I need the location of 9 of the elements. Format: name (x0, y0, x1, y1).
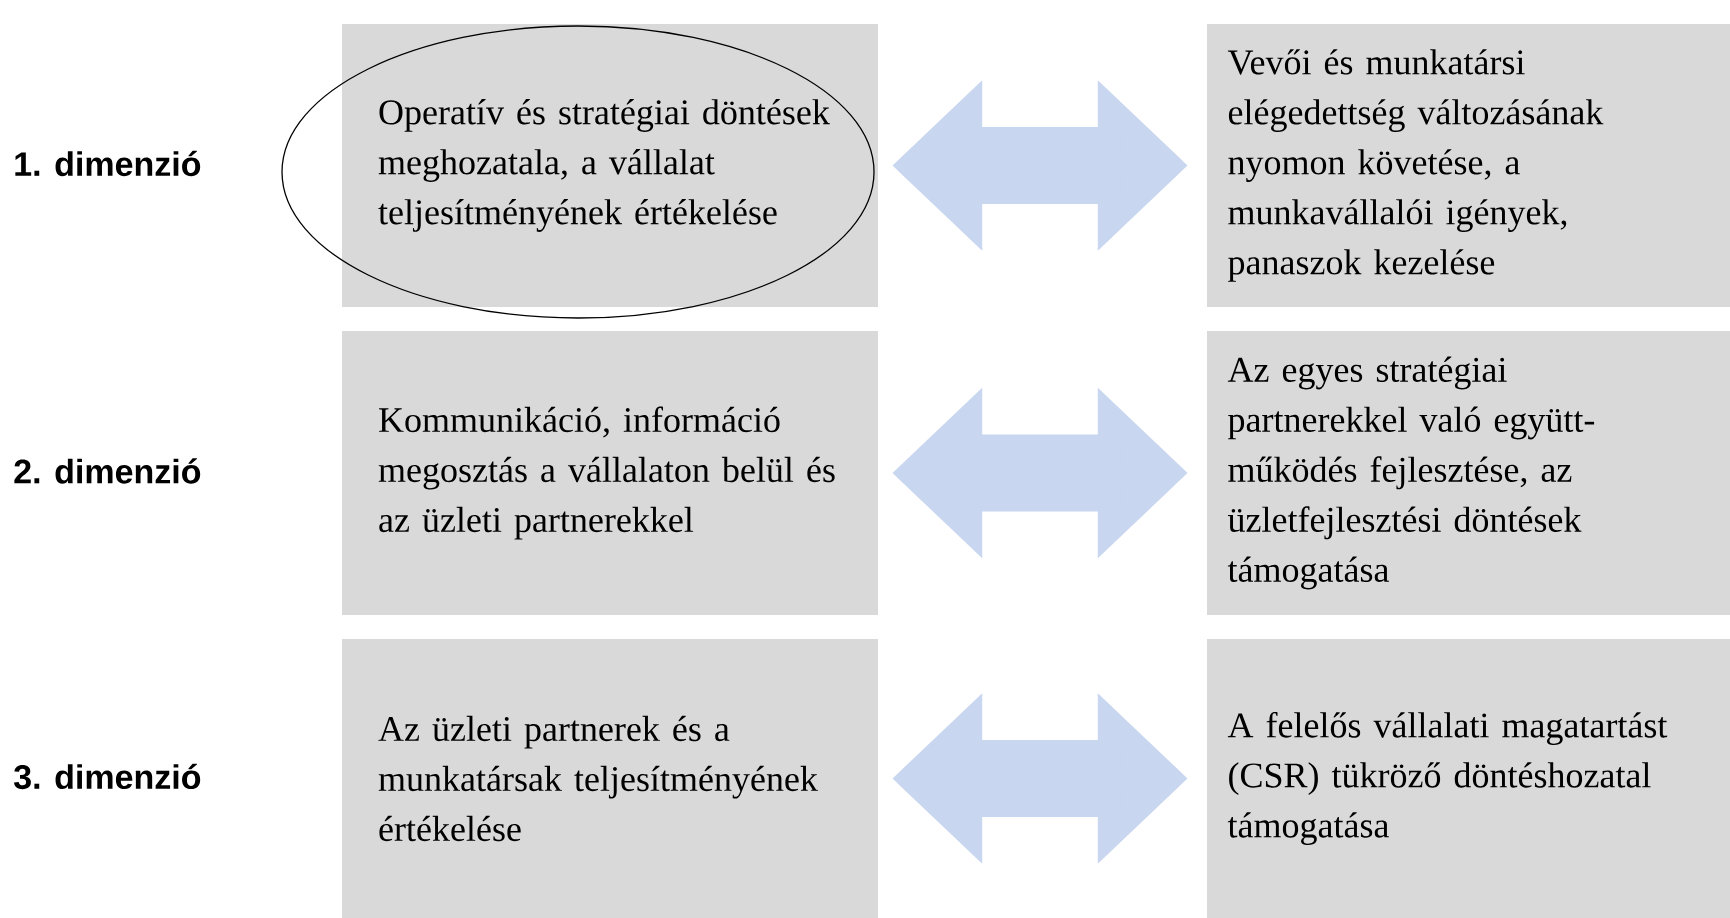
row-label: 3. dimenzió (14, 763, 201, 790)
text-box: Kommunikáció, információ megosztás a vállalaton belül és az üzleti partnerekkel (342, 331, 878, 615)
row-label: 1. dimenzió (15, 150, 201, 177)
text-box: Vevői és munkatársi elégedettség változásának nyomon követése, a munkavállalói igények, panaszok kezelése (1207, 24, 1730, 307)
text-box: Az egyes stratégiai partnerekkel való együtt-működés fejlesztése, az üzletfejlesztési döntések támogatása (1207, 331, 1730, 615)
text-box: A felelős vállalati magatartást (CSR) tükröző döntéshozatal támogatása (1207, 639, 1730, 918)
text-box: Az üzleti partnerek és a munkatársak teljesítményének értékelése (342, 639, 878, 918)
text-box: Operatív és stratégiai döntések meghozatala, a vállalat teljesítményének értékelése (342, 24, 878, 307)
row-label: 2. dimenzió (14, 458, 201, 484)
